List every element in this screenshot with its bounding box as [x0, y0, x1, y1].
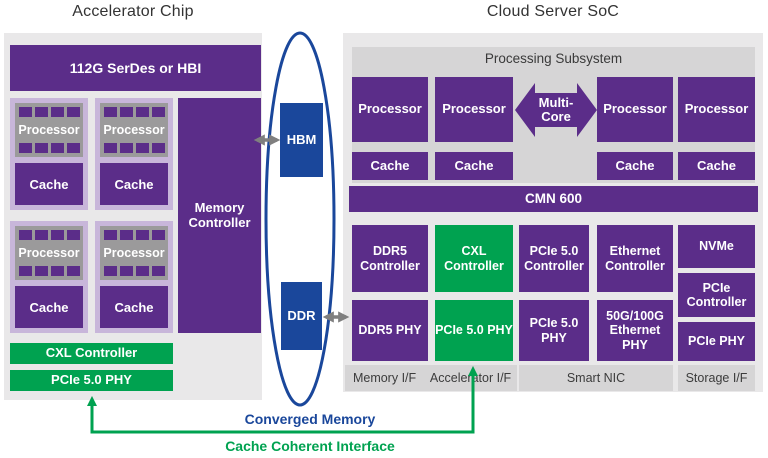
processor-block: Processor [435, 77, 513, 142]
accelerator-chip-title: Accelerator Chip [72, 3, 194, 20]
pcie-controller-block: PCIe Controller [678, 273, 755, 317]
cache-block: Cache [100, 163, 168, 205]
core-grid [102, 143, 166, 153]
processor-label: Processor [103, 122, 165, 137]
cache-block: Cache [15, 286, 83, 328]
accelerator-chip-panel: 112G SerDes or HBI Processor Cache Proce… [4, 33, 262, 400]
accelerator-if-label: Accelerator I/F [429, 371, 512, 385]
cpu-cluster: Processor Cache [95, 221, 173, 333]
multicore-label: Multi-Core [538, 94, 574, 124]
storage-if-label: Storage I/F [685, 371, 748, 385]
cache-block: Cache [352, 152, 428, 180]
core-grid [102, 107, 166, 117]
processor-block: Processor [678, 77, 755, 142]
processor-block: Processor [100, 226, 168, 280]
storage-if-strip: Storage I/F [678, 365, 755, 391]
pcie-phy-block: PCIe 5.0 PHY [10, 370, 173, 391]
cpu-cluster: Processor Cache [95, 98, 173, 210]
ethernet-controller-block: Ethernet Controller [597, 225, 673, 292]
smart-nic-label: Smart NIC [566, 371, 626, 385]
interface-strip: Memory I/F Accelerator I/F [345, 365, 517, 391]
ddr-block: DDR [281, 282, 322, 350]
processor-label: Processor [103, 245, 165, 260]
converged-memory-label: Converged Memory [244, 411, 376, 427]
core-grid [102, 230, 166, 240]
cloud-server-soc-title: Cloud Server SoC [486, 3, 620, 20]
cache-block: Cache [597, 152, 673, 180]
cmn-600-block: CMN 600 [349, 186, 758, 212]
cpu-cluster: Processor Cache [10, 98, 88, 210]
processor-block: Processor [597, 77, 673, 142]
pcie-phy-block: PCIe 5.0 PHY [519, 300, 589, 361]
cxl-controller-block: CXL Controller [10, 343, 173, 364]
ddr5-controller-block: DDR5 Controller [352, 225, 428, 292]
ethernet-phy-block: 50G/100G Ethernet PHY [597, 300, 673, 361]
hbm-block: HBM [280, 103, 323, 177]
pcie-controller-block: PCIe 5.0 Controller [519, 225, 589, 292]
cxl-controller-block: CXL Controller [435, 225, 513, 292]
core-grid [102, 266, 166, 276]
nvme-block: NVMe [678, 225, 755, 268]
cache-coherent-interface-label: Cache Coherent Interface [225, 438, 395, 454]
processor-label: Processor [18, 245, 80, 260]
processor-block: Processor [15, 103, 83, 157]
processor-label: Processor [18, 122, 80, 137]
cloud-server-soc-panel: Processing Subsystem Processor Processor… [343, 33, 763, 392]
cache-block: Cache [100, 286, 168, 328]
cpu-cluster: Processor Cache [10, 221, 88, 333]
pcie-phy-block: PCIe PHY [678, 322, 755, 361]
cache-block: Cache [435, 152, 513, 180]
core-grid [17, 266, 81, 276]
ddr5-phy-block: DDR5 PHY [352, 300, 428, 361]
multicore-arrow: Multi-Core [515, 80, 597, 140]
core-grid [17, 107, 81, 117]
core-grid [17, 230, 81, 240]
memory-if-label: Memory I/F [352, 371, 417, 385]
cache-block: Cache [678, 152, 755, 180]
double-arrow-icon [515, 83, 597, 137]
pcie-phy-block: PCIe 5.0 PHY [435, 300, 513, 361]
processor-block: Processor [100, 103, 168, 157]
processing-subsystem-label: Processing Subsystem [484, 51, 623, 66]
cache-block: Cache [15, 163, 83, 205]
serdes-hbi-block: 112G SerDes or HBI [10, 45, 261, 91]
processor-block: Processor [352, 77, 428, 142]
processor-block: Processor [15, 226, 83, 280]
memory-controller-block: Memory Controller [178, 98, 261, 333]
smart-nic-strip: Smart NIC [519, 365, 673, 391]
core-grid [17, 143, 81, 153]
